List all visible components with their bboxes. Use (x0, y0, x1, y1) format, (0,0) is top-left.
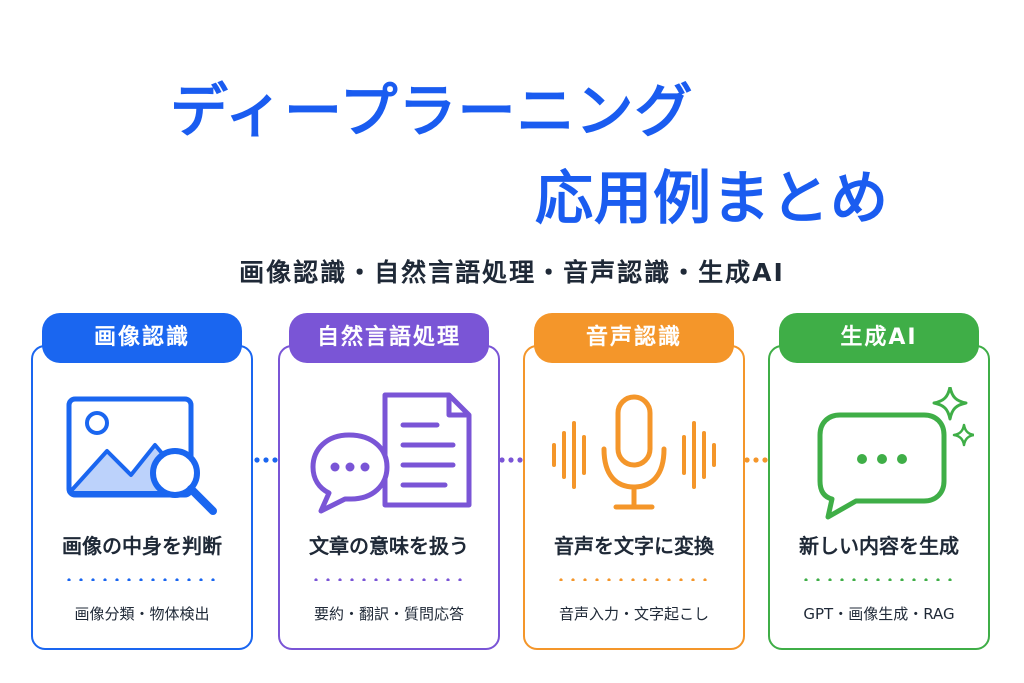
card-sub-text: GPT・画像生成・RAG (803, 605, 955, 623)
dotted-divider (63, 578, 221, 581)
card-speech-recognition: 音声を文字に変換 音声入力・文字起こし (523, 345, 745, 650)
card-sub-text: 音声入力・文字起こし (558, 605, 709, 623)
card-image-recognition: 画像の中身を判断 画像分類・物体検出 (31, 345, 253, 650)
card-main-text: 新しい内容を生成 (799, 534, 959, 558)
card-main-text: 音声を文字に変換 (554, 534, 714, 558)
subtitle: 画像認識・自然言語処理・音声認識・生成AI (239, 258, 785, 287)
dotted-divider (555, 578, 713, 581)
connector-2-3 (499, 457, 523, 463)
title-line-2: 応用例まとめ (535, 164, 890, 232)
title-line-1: ディープラーニング (170, 77, 694, 145)
card-header-generative-ai: 生成AI (779, 313, 979, 363)
card-header-nlp: 自然言語処理 (289, 313, 489, 363)
card-main-text: 画像の中身を判断 (62, 534, 222, 558)
dotted-divider (310, 578, 468, 581)
card-header-speech-recognition: 音声認識 (534, 313, 734, 363)
card-main-text: 文章の意味を扱う (309, 534, 469, 558)
card-generative-ai: 新しい内容を生成 GPT・画像生成・RAG (768, 345, 990, 650)
image-search-icon (33, 387, 251, 522)
sparkle-chat-icon (770, 387, 988, 522)
card-sub-text: 画像分類・物体検出 (74, 605, 210, 623)
connector-3-4 (744, 457, 768, 463)
dotted-divider (800, 578, 958, 581)
card-header-image-recognition: 画像認識 (42, 313, 242, 363)
connector-1-2 (254, 457, 278, 463)
microphone-icon (525, 387, 743, 522)
card-nlp: 文章の意味を扱う 要約・翻訳・質問応答 (278, 345, 500, 650)
card-sub-text: 要約・翻訳・質問応答 (313, 605, 464, 623)
chat-document-icon (280, 387, 498, 522)
